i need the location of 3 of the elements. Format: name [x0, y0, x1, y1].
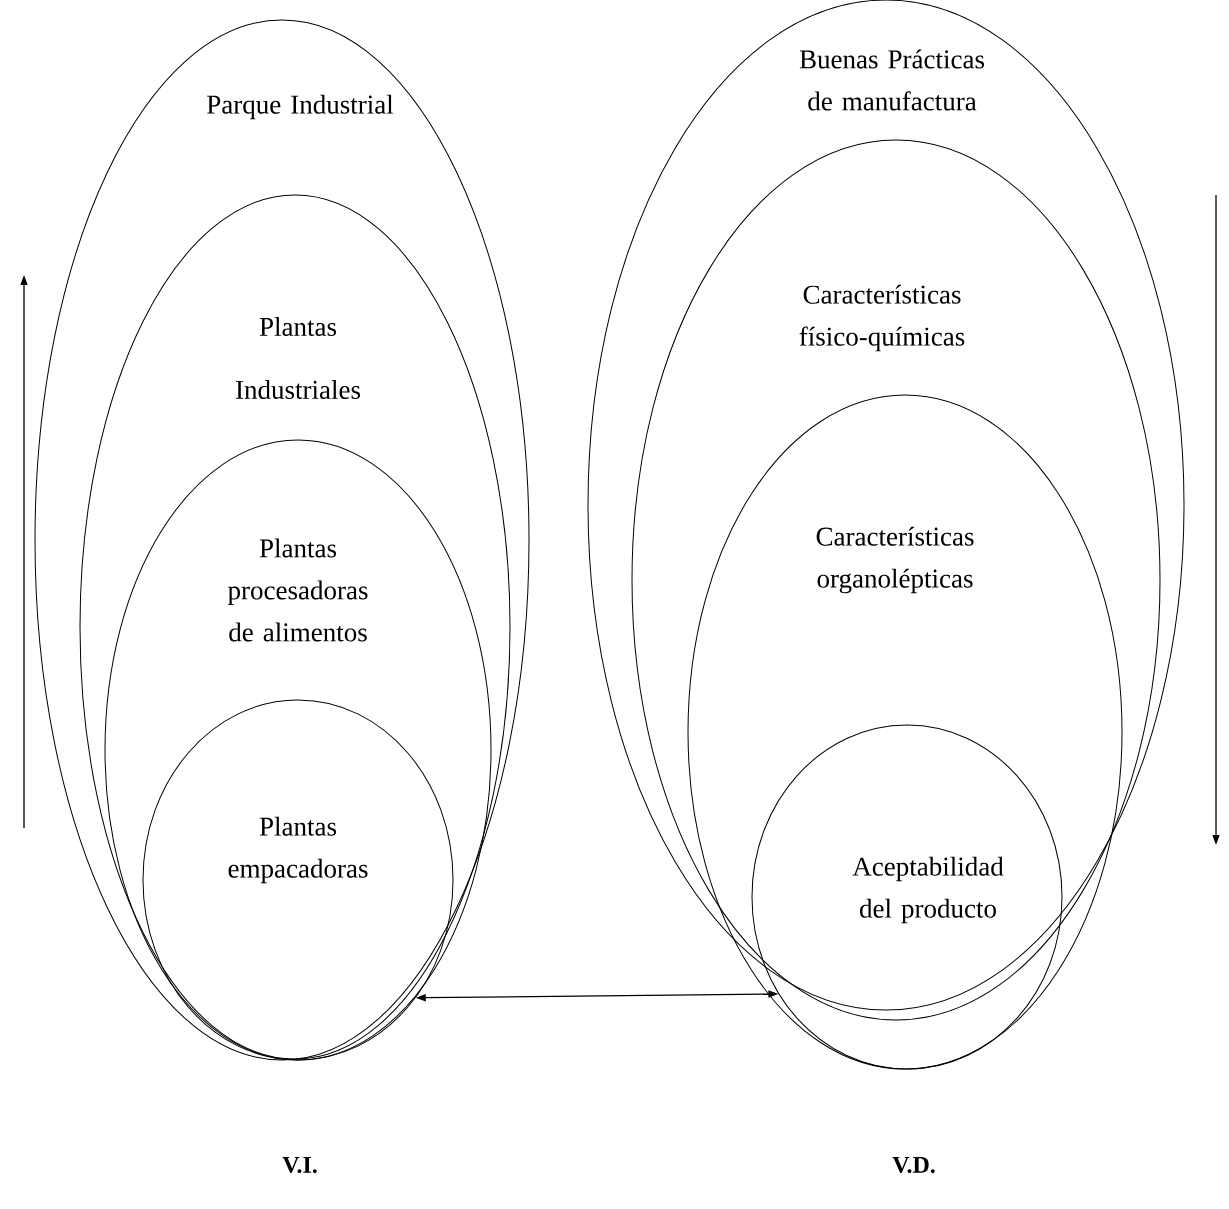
oval: Plantas empacadoras — [142, 699, 454, 1061]
axis-label: V.I. — [282, 1156, 317, 1174]
axis-label: V.D. — [892, 1156, 935, 1174]
